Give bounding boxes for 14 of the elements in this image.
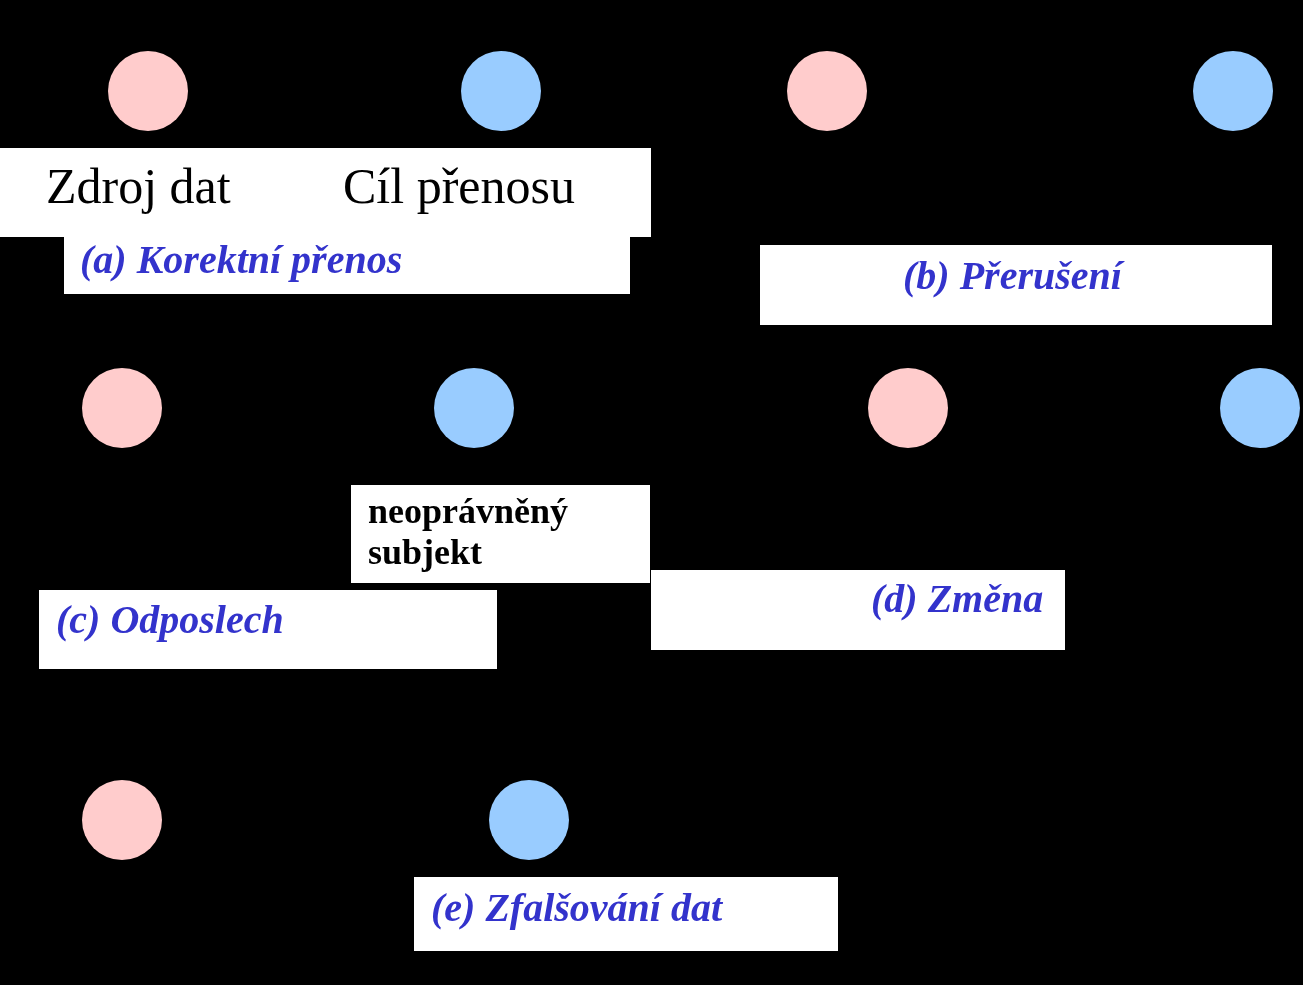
label-panel bbox=[0, 148, 651, 237]
caption-panel bbox=[760, 245, 1272, 325]
caption-panel bbox=[414, 877, 838, 951]
node-label: neoprávněný subjekt bbox=[368, 491, 570, 574]
caption-text: (c) Odposlech bbox=[56, 597, 284, 643]
caption-text: (d) Změna bbox=[871, 576, 1044, 622]
caption-panel bbox=[64, 237, 630, 294]
node-label: Zdroj dat bbox=[46, 158, 231, 216]
caption-text: (e) Zfalšování dat bbox=[431, 885, 723, 931]
caption-panel bbox=[651, 570, 1065, 650]
label-panel bbox=[351, 485, 650, 583]
caption-panel bbox=[39, 590, 497, 669]
caption-text: (a) Korektní přenos bbox=[80, 237, 403, 283]
node-label: Cíl přenosu bbox=[343, 158, 575, 216]
